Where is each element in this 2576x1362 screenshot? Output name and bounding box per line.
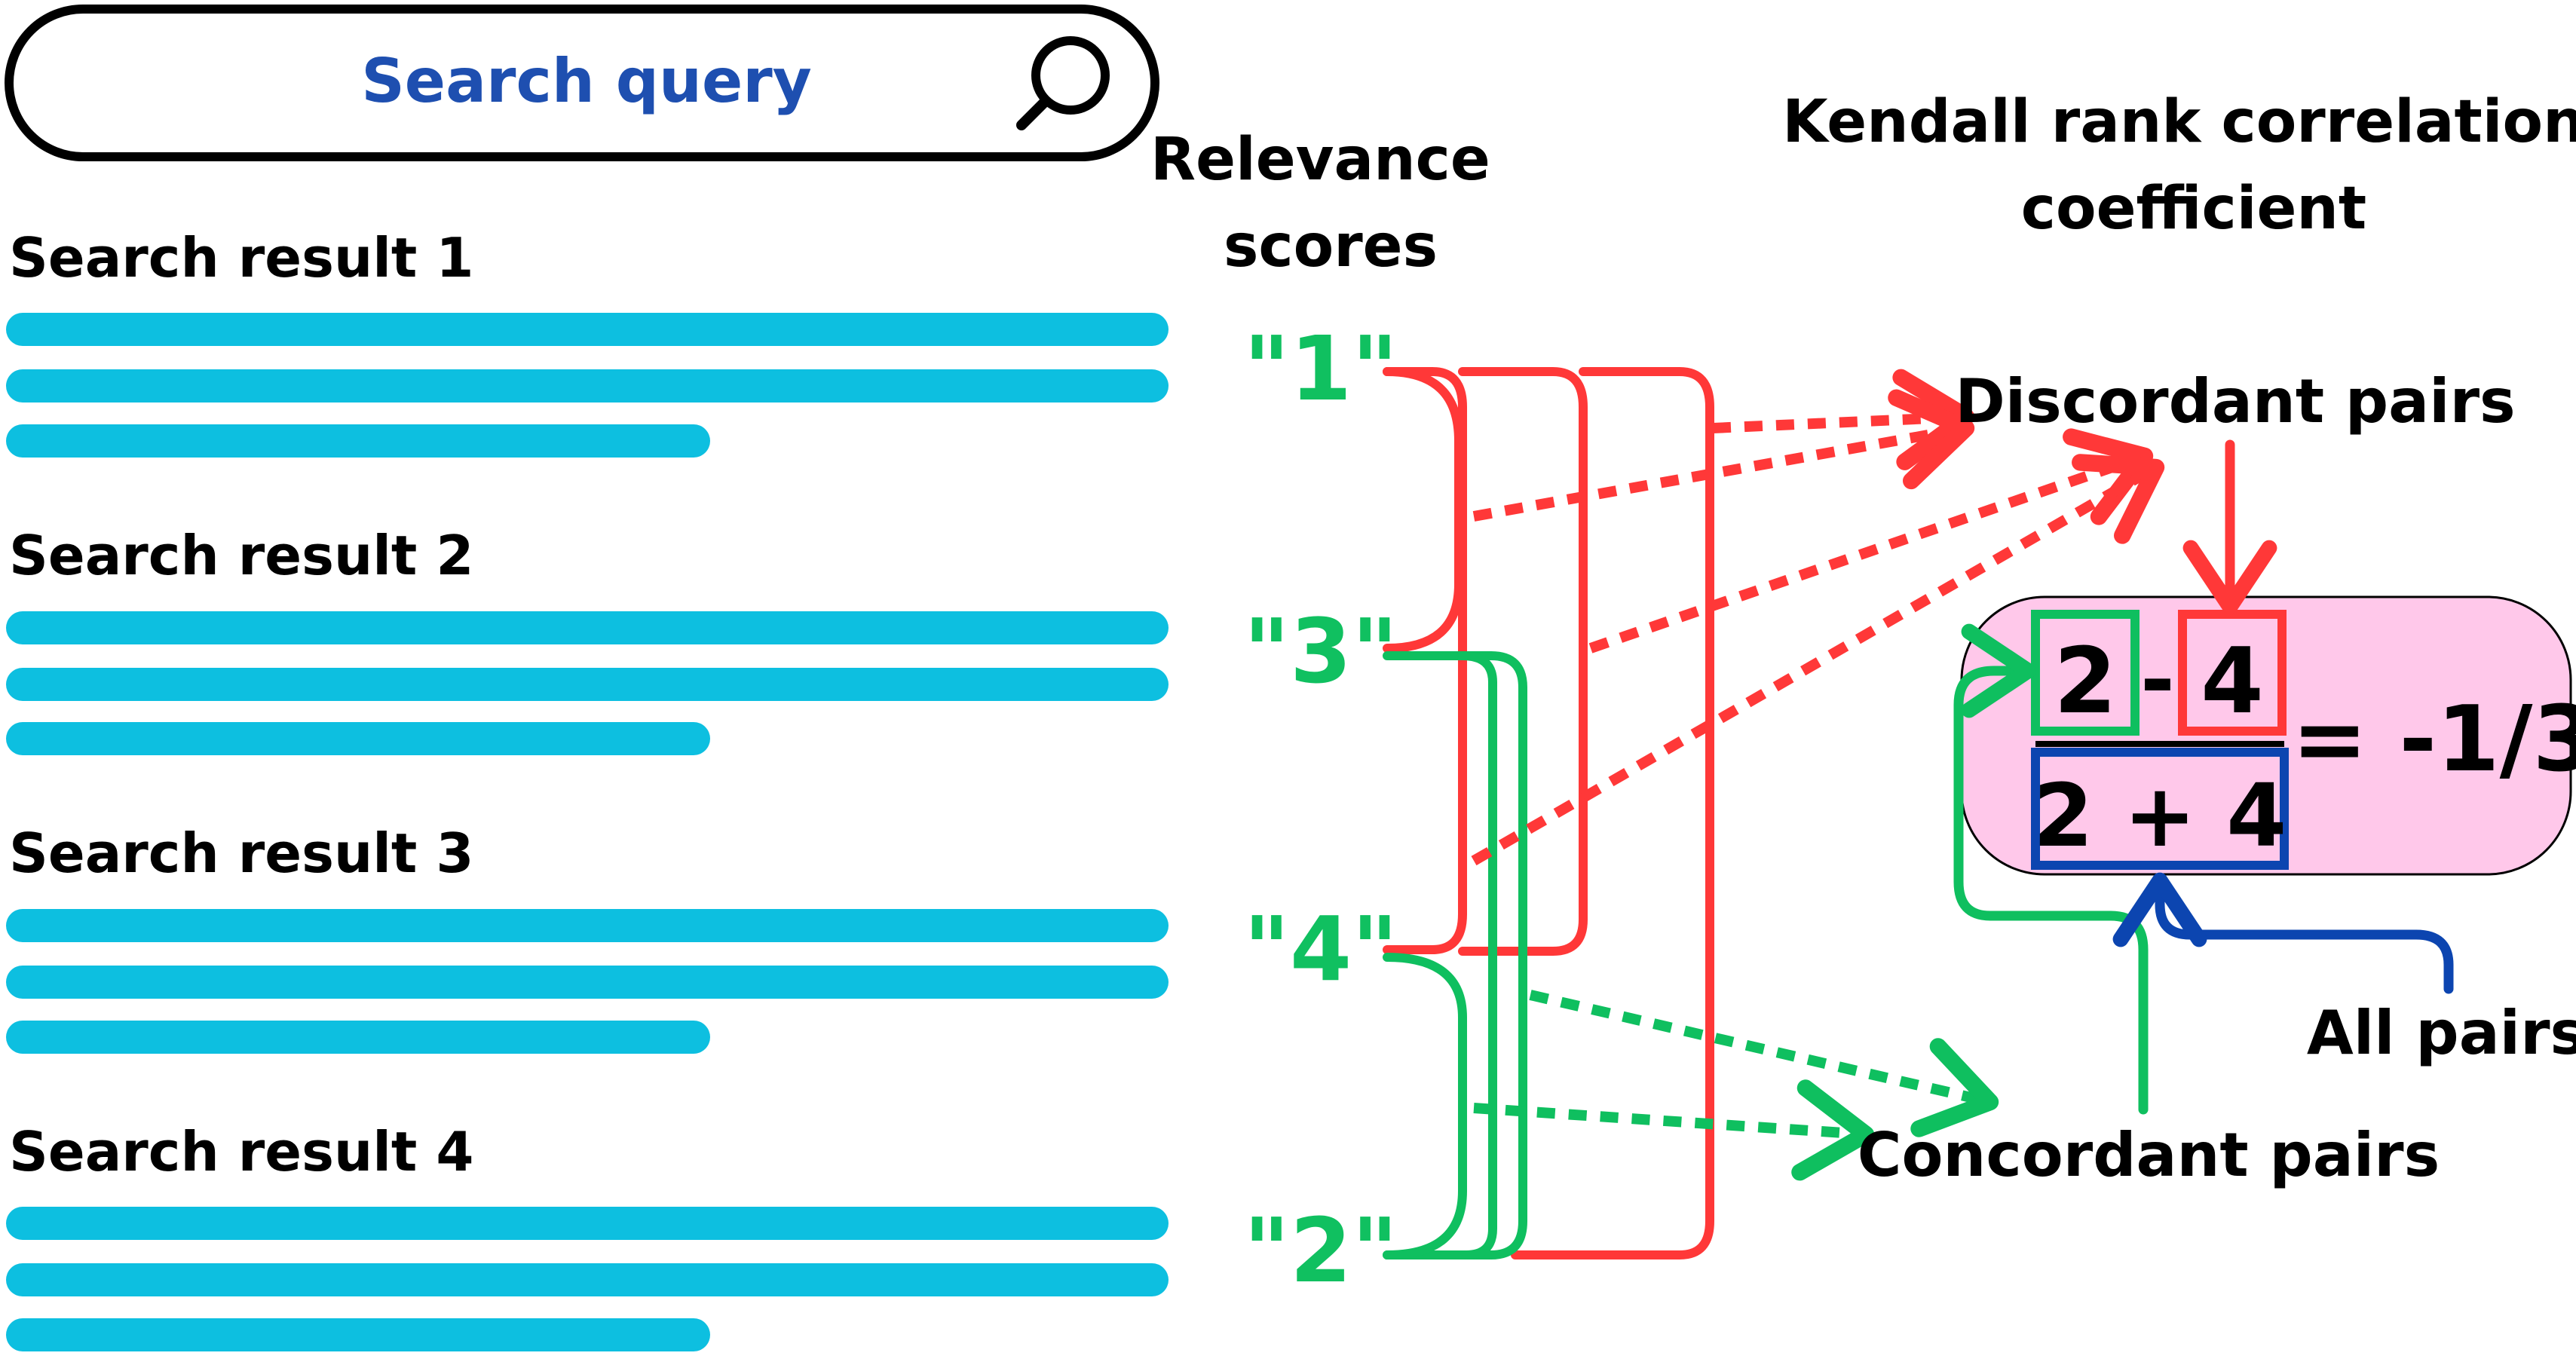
search-icon[interactable]	[1016, 36, 1110, 130]
discordant-pairs-label: Discordant pairs	[1955, 366, 2515, 436]
concordant-arrows	[1473, 990, 1999, 1181]
search-result-2[interactable]: Search result 2	[6, 524, 1169, 755]
score-result-3: "4"	[1243, 897, 1398, 1001]
search-result-label: Search result 3	[9, 822, 474, 885]
kendall-title-line1: Kendall rank correlation	[1782, 88, 2576, 156]
score-result-4: "2"	[1243, 1198, 1398, 1302]
search-bar[interactable]: Search query	[5, 5, 1159, 161]
numerator-discordant: 4	[2201, 629, 2264, 734]
kendall-title-line2: coefficient	[2021, 175, 2366, 243]
relevance-heading: Relevance scores	[1150, 126, 1511, 280]
concordant-arrow	[1473, 1079, 1875, 1181]
kendall-title: Kendall rank correlation coefficient	[1782, 88, 2576, 243]
discordant-arrow	[1471, 454, 2165, 866]
search-query-text: Search query	[361, 46, 812, 116]
relevance-heading-line1: Relevance	[1150, 126, 1490, 194]
numerator-minus: -	[2140, 632, 2175, 728]
all-pairs-count-box	[2031, 748, 2289, 870]
all-pairs-to-formula-arrow	[2112, 872, 2454, 994]
search-result-label: Search result 2	[9, 524, 474, 587]
denominator: 2 + 4	[2033, 766, 2287, 867]
search-result-1[interactable]: Search result 1	[6, 226, 1169, 458]
search-result-3[interactable]: Search result 3	[6, 822, 1169, 1054]
discordant-arrow	[1712, 369, 1975, 470]
concordant-brackets	[1383, 651, 1527, 1259]
formula-box: 2 - 4 2 + 4 = -1/3	[1960, 595, 2576, 876]
search-result-4[interactable]: Search result 4	[6, 1120, 1169, 1351]
concordant-arrow	[1529, 990, 1999, 1137]
score-result-1: "1"	[1243, 317, 1398, 421]
discordant-brackets	[1383, 367, 1714, 1259]
concordant-pairs-label: Concordant pairs	[1858, 1120, 2440, 1190]
relevance-heading-line2: scores	[1224, 213, 1438, 280]
discordant-arrows	[1471, 369, 2165, 866]
formula-result: = -1/3	[2292, 687, 2576, 792]
discordant-arrow	[1472, 389, 1975, 522]
numerator-concordant: 2	[2054, 629, 2117, 734]
discordant-arrow	[1588, 428, 2154, 653]
score-result-2: "3"	[1243, 599, 1398, 703]
all-pairs-label: All pairs	[2307, 998, 2576, 1068]
search-result-label: Search result 1	[9, 226, 474, 289]
search-result-label: Search result 4	[9, 1120, 474, 1183]
